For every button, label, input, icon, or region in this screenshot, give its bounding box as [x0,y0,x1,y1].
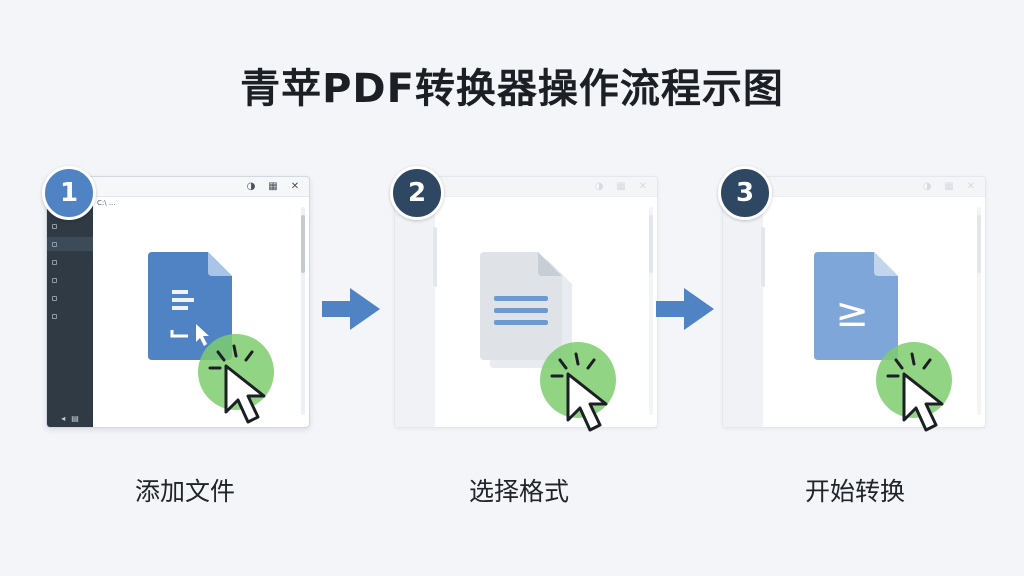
page-title: 青苹PDF转换器操作流程示图 [240,66,784,112]
step-number-badge: 2 [390,166,444,220]
window-titlebar: ◑ ▦ ✕ [47,177,309,197]
sidebar-item[interactable] [47,255,93,269]
click-cursor-icon [540,342,616,432]
step-number-badge: 1 [42,166,96,220]
step-label-add-file: 添加文件 [134,477,235,506]
file-icon [52,223,57,229]
grid-icon[interactable]: ▦ [616,181,626,192]
scrollbar[interactable] [301,207,305,415]
theme-icon[interactable]: ◑ [594,181,604,192]
close-icon[interactable]: ✕ [966,181,976,192]
right-arrow-icon [656,288,714,330]
scrollbar[interactable] [649,207,653,415]
file-icon [52,295,57,301]
sidebar-footer: ◂ ▤ [47,414,93,423]
window-controls: ◑ ▦ ✕ [593,180,649,194]
settings-icon [52,277,57,283]
sidebar-item[interactable] [47,219,93,233]
document-format-icon[interactable] [478,250,574,370]
sidebar-item-active[interactable] [47,237,93,251]
app-window-step-1: ◑ ▦ ✕ C:\ ... ◂ ▤ [46,176,310,428]
click-cursor-icon [876,342,952,432]
sidebar-scroll [761,227,765,287]
file-icon [52,313,57,319]
step-start-conversion: ◑ ▦ ✕ 3 ≥ [718,166,986,432]
step-number-badge: 3 [718,166,772,220]
theme-icon[interactable]: ◑ [922,181,932,192]
close-icon[interactable]: ✕ [638,181,648,192]
step-label-start-conversion: 开始转换 [804,477,905,506]
grid-icon[interactable]: ▦ [268,181,278,192]
grid-icon[interactable]: ▦ [944,181,954,192]
right-arrow-icon [322,288,380,330]
sidebar: ◂ ▤ [47,197,93,427]
close-icon[interactable]: ✕ [290,181,300,192]
window-titlebar: ◑ ▦ ✕ [395,177,657,197]
file-icon [52,259,57,265]
click-cursor-icon [198,334,274,424]
theme-icon[interactable]: ◑ [246,181,256,192]
scroll-thumb[interactable] [977,215,981,273]
storage-icon[interactable]: ▤ [71,414,79,423]
sidebar-item[interactable] [47,309,93,323]
step-add-file: ◑ ▦ ✕ C:\ ... ◂ ▤ 1 [42,166,310,428]
window-titlebar: ◑ ▦ ✕ [723,177,985,197]
sidebar [395,197,435,427]
sidebar-scroll [433,227,437,287]
file-icon [52,241,57,247]
add-file-icon[interactable] [148,250,234,362]
sidebar-item[interactable] [47,291,93,305]
back-icon[interactable]: ◂ [61,414,66,423]
step-select-format: ◑ ▦ ✕ 2 [390,166,658,432]
scrollbar[interactable] [977,207,981,415]
sidebar [723,197,763,427]
window-controls: ◑ ▦ ✕ [245,180,301,194]
window-controls: ◑ ▦ ✕ [921,180,977,194]
address-bar: C:\ ... [97,199,116,207]
sidebar-item[interactable] [47,273,93,287]
convert-file-icon[interactable]: ≥ [814,250,900,362]
step-label-select-format: 选择格式 [468,477,569,506]
scroll-thumb[interactable] [301,215,305,273]
convert-symbol: ≥ [835,290,869,336]
scroll-thumb[interactable] [649,215,653,273]
